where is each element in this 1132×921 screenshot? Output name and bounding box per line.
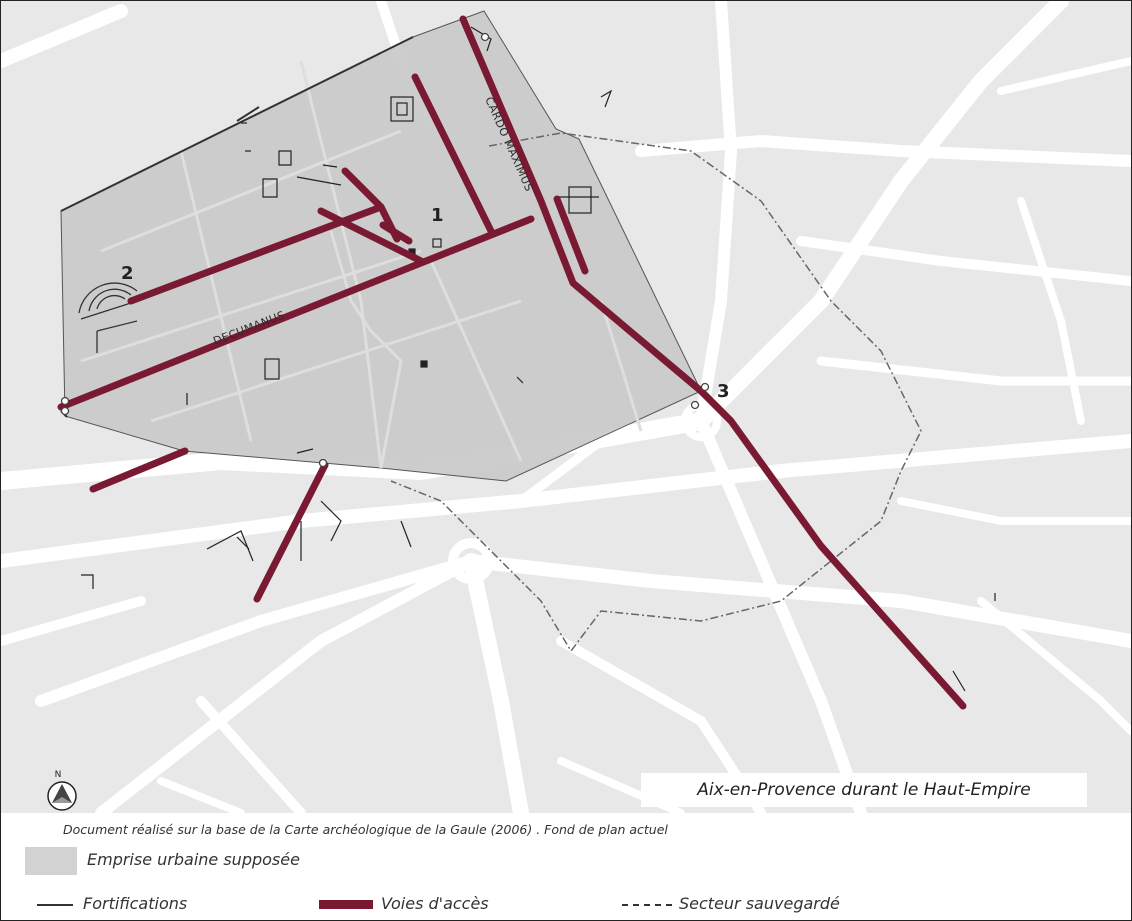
archaeological-remains: [81, 26, 996, 692]
urban-street-grid: [80, 60, 643, 469]
map-title: Aix-en-Provence durant le Haut-Empire: [641, 773, 1087, 807]
map-canvas: CARDO MAXIMUS DECUMANUS 1 2 3 N: [1, 1, 1131, 813]
legend-protected-sector-swatch: [622, 904, 672, 906]
protected-sector-outline: [390, 132, 922, 653]
source-note: Document réalisé sur la base de la Carte…: [63, 822, 668, 837]
city-gates: [60, 32, 710, 468]
legend-urban-area-label: Emprise urbaine supposée: [87, 850, 300, 869]
north-label: N: [55, 770, 62, 780]
legend-access-roads-label: Voies d'accès: [381, 894, 489, 913]
legend-fortifications-swatch: [37, 904, 73, 906]
legend-access-roads-swatch: [319, 900, 373, 909]
legend-protected-sector-label: Secteur sauvegardé: [679, 894, 840, 913]
legend-urban-area-swatch: [25, 847, 77, 875]
theatre-remains: [78, 282, 138, 353]
legend-fortifications-label: Fortifications: [83, 894, 188, 913]
site-marker-2: 2: [121, 263, 134, 284]
north-arrow-icon: N: [47, 770, 77, 811]
site-marker-1: 1: [431, 205, 444, 226]
access-roads: [57, 15, 967, 710]
site-marker-3: 3: [717, 381, 730, 402]
